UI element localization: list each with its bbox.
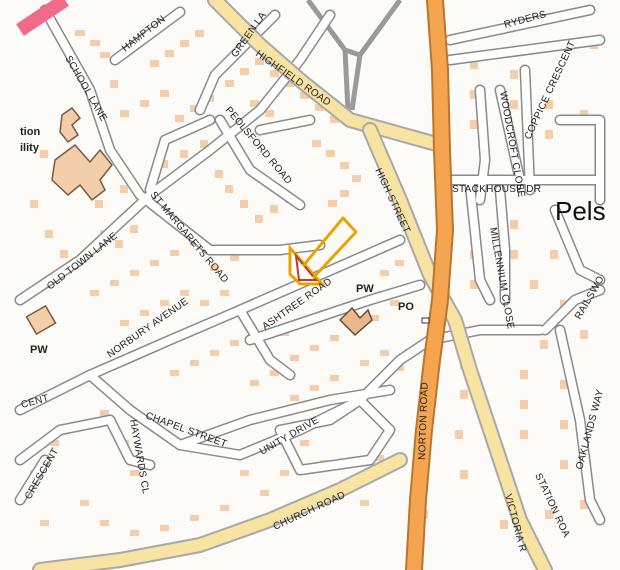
label-stackhouse-dr: STACKHOUSE DR — [452, 184, 541, 195]
facility-building — [51, 106, 113, 202]
place-name-left-line2: ility — [20, 142, 40, 154]
b-roads — [32, 0, 553, 570]
pw-center-building — [338, 306, 373, 337]
label-norton-road: NORTON ROAD — [417, 382, 431, 460]
minor-roads — [16, 6, 604, 524]
place-name: Pels — [555, 196, 606, 226]
label-pw-left: PW — [30, 344, 48, 356]
pink-road — [16, 0, 69, 36]
pw-left-building — [25, 304, 57, 336]
po-building — [421, 317, 430, 324]
label-pw-center: PW — [356, 283, 374, 295]
place-name-left-line1: tion — [20, 126, 40, 138]
label-po: PO — [398, 301, 414, 313]
service-road — [305, 0, 403, 111]
location-marker-icon[interactable] — [288, 216, 358, 286]
a-road — [405, 0, 454, 570]
